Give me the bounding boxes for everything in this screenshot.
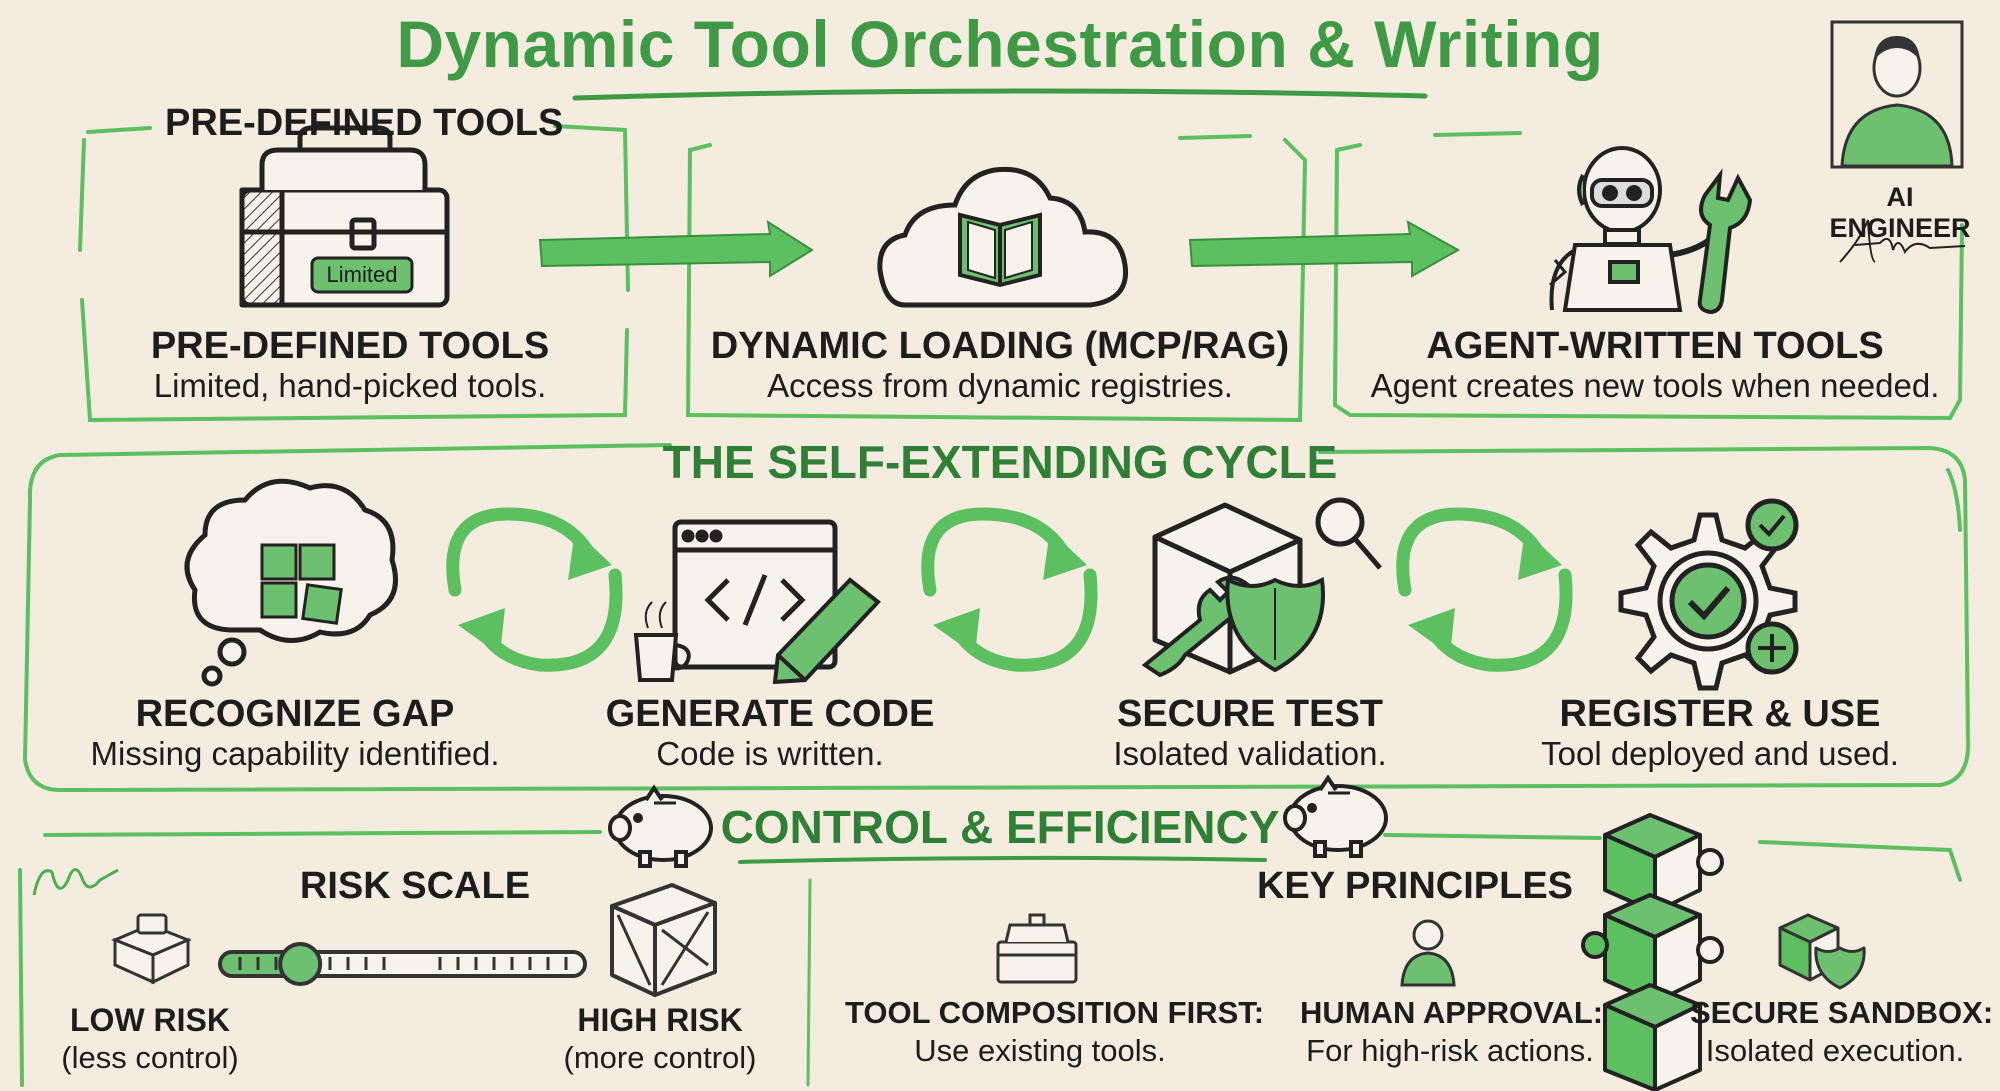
cloud-book-icon [877, 166, 1129, 308]
coffee-cup-icon [633, 601, 691, 682]
cycle-step-desc-1: Missing capability identified. [90, 735, 500, 772]
frame-dynamic [685, 134, 1308, 423]
limited-badge: Limited [326, 262, 398, 287]
puzzle-blocks-icon [1581, 813, 1724, 1091]
crate-icon [610, 883, 717, 997]
frame-control [18, 830, 1962, 1087]
cycle-arrows-1-icon [446, 507, 623, 672]
cycle-step-desc-3: Isolated validation. [1113, 735, 1387, 772]
stage-desc-agent: Agent creates new tools when needed. [1370, 367, 1940, 404]
stage-desc-dynamic: Access from dynamic registries. [767, 367, 1233, 404]
control-title: CONTROL & EFFICIENCY [720, 801, 1280, 853]
title-underline [572, 88, 1428, 101]
page-title: Dynamic Tool Orchestration & Writing [396, 7, 1604, 81]
piggy-bank-icon [608, 784, 713, 868]
piggy-bank-icon [1283, 774, 1388, 858]
control-underline [738, 855, 1267, 864]
person-icon [1400, 919, 1456, 987]
robot-wrench-icon [1549, 146, 1753, 315]
toolbox-icon [239, 125, 450, 308]
persona-label: AI ENGINEER [1829, 182, 1971, 243]
frame-predefined [78, 124, 630, 423]
stage-heading-predefined: PRE-DEFINED TOOLS [150, 325, 550, 367]
principle-desc-1: Use existing tools. [914, 1033, 1166, 1068]
flow-arrow-1 [538, 219, 814, 278]
high-risk-note: (more control) [563, 1040, 757, 1075]
stage-heading-dynamic: DYNAMIC LOADING (MCP/RAG) [710, 325, 1290, 367]
cycle-step-heading-2: GENERATE CODE [605, 693, 935, 735]
principle-heading-3: SECURE SANDBOX: [1690, 995, 1994, 1030]
avatar [1830, 20, 1964, 169]
shield-icon [1225, 576, 1325, 673]
squiggle-icon [32, 868, 119, 896]
risk-slider[interactable] [218, 942, 587, 986]
key-principles-label: KEY PRINCIPLES [1256, 865, 1574, 907]
stage-desc-predefined: Limited, hand-picked tools. [153, 367, 547, 404]
frame-cycle [22, 443, 1971, 793]
frame-agent [1332, 131, 1964, 421]
thought-puzzle-icon [184, 478, 398, 687]
gear-check-icon [1618, 498, 1799, 691]
cycle-arrows-3-icon [1396, 507, 1573, 672]
cycle-step-heading-3: SECURE TEST [1116, 693, 1384, 735]
risk-scale-label: RISK SCALE [299, 865, 531, 907]
high-risk-label: HIGH RISK [577, 1002, 743, 1038]
principle-desc-3: Isolated execution. [1705, 1033, 1965, 1068]
toolbox-small-icon [996, 913, 1078, 984]
section-label-predefined: PRE-DEFINED TOOLS [165, 102, 564, 144]
signature [1839, 219, 1966, 263]
cycle-arrows-2-icon [921, 507, 1098, 672]
cycle-step-desc-4: Tool deployed and used. [1541, 735, 1899, 772]
cycle-step-heading-1: RECOGNIZE GAP [135, 693, 455, 735]
cycle-step-desc-2: Code is written. [656, 735, 884, 772]
principle-heading-2: HUMAN APPROVAL: [1300, 995, 1604, 1030]
principle-heading-1: TOOL COMPOSITION FIRST: [845, 995, 1265, 1030]
principle-desc-2: For high-risk actions. [1306, 1033, 1594, 1068]
sandbox-cube-icon [1778, 913, 1866, 990]
magnifier-icon [1315, 497, 1382, 570]
cycle-step-heading-4: REGISTER & USE [1559, 693, 1881, 735]
pencil-icon [772, 577, 881, 685]
stage-heading-agent: AGENT-WRITTEN TOOLS [1426, 325, 1884, 367]
low-risk-note: (less control) [61, 1040, 239, 1075]
risk-slider-knob [278, 942, 323, 986]
cycle-title: THE SELF-EXTENDING CYCLE [662, 436, 1338, 488]
flow-arrow-2 [1188, 220, 1461, 278]
small-box-icon [111, 913, 192, 985]
low-risk-label: LOW RISK [70, 1002, 230, 1038]
